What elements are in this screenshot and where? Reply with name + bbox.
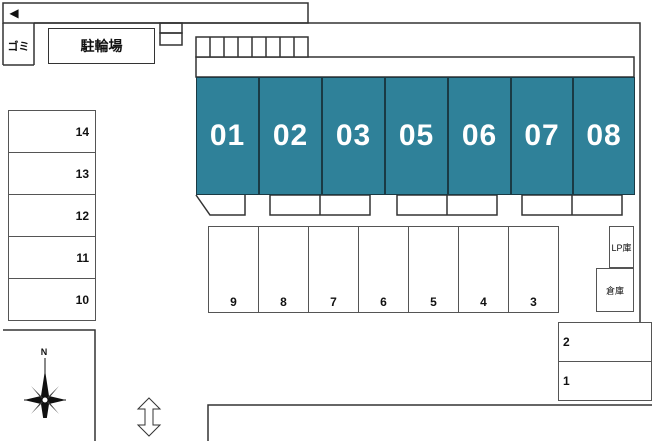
parking-space-7: 7: [308, 226, 359, 313]
parking-space-4: 4: [458, 226, 509, 313]
double-arrow-icon: [136, 397, 162, 437]
bottom-boundary: [207, 404, 652, 441]
parking-space-12: 12: [8, 194, 96, 237]
storage-shed: 倉庫: [596, 268, 634, 312]
parking-space-5: 5: [408, 226, 459, 313]
top-right-boundary: [308, 22, 641, 322]
unit-02: 02: [259, 77, 322, 195]
compass-icon: [24, 358, 66, 418]
entrance-road-box: [2, 2, 309, 24]
bicycle-parking: 駐輪場: [48, 28, 155, 64]
compass-north-label: N: [40, 347, 48, 357]
parking-space-13: 13: [8, 152, 96, 195]
parking-space-11: 11: [8, 236, 96, 279]
unit-01: 01: [196, 77, 259, 195]
parking-space-14: 14: [8, 110, 96, 153]
parking-space-8: 8: [258, 226, 309, 313]
lp-gas-storage: LP庫: [609, 226, 634, 268]
unit-03: 03: [322, 77, 385, 195]
parking-space-10: 10: [8, 278, 96, 321]
left-lower-boundary: [3, 329, 96, 441]
unit-08: 08: [573, 77, 635, 195]
parking-space-3: 3: [508, 226, 559, 313]
parking-space-1: 1: [558, 361, 652, 401]
unit-07: 07: [511, 77, 573, 195]
parking-space-9: 9: [208, 226, 259, 313]
parking-space-2: 2: [558, 322, 652, 362]
unit-05: 05: [385, 77, 448, 195]
parking-space-6: 6: [358, 226, 409, 313]
bicycle-parking-label: 駐輪場: [80, 38, 123, 54]
garbage-area-label: ゴミ: [7, 41, 30, 53]
unit-06: 06: [448, 77, 511, 195]
entrance-arrow-icon: ◀: [9, 6, 19, 20]
